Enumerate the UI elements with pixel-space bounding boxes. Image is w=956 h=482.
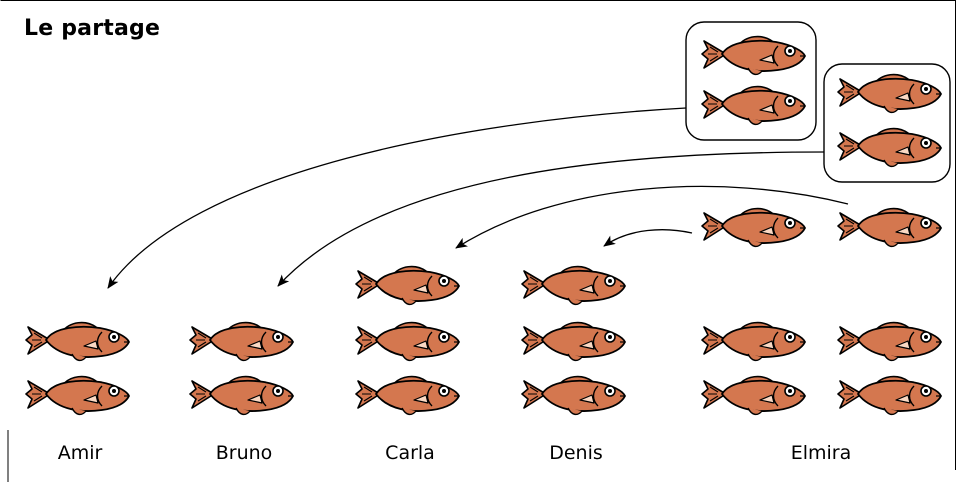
fish-icon (355, 265, 460, 306)
fish-icon (355, 321, 460, 362)
fish-icon (521, 265, 626, 306)
person-label-denis: Denis (549, 442, 603, 464)
arrow-elmira-to-denis (603, 229, 693, 247)
group-box-for-bruno (823, 63, 951, 183)
fish-icon (701, 207, 806, 248)
group-box-for-amir (685, 21, 817, 141)
fish-icon (701, 375, 806, 416)
fish-icon (701, 321, 806, 362)
person-label-elmira: Elmira (790, 442, 852, 464)
fish-icon (837, 127, 942, 168)
fish-icon (189, 375, 294, 416)
arrow-elmira-to-amir (107, 107, 687, 289)
person-label-carla: Carla (385, 442, 435, 464)
fish-icon (355, 375, 460, 416)
fish-icon (521, 321, 626, 362)
fish-icon (521, 375, 626, 416)
fish-icon (837, 321, 942, 362)
arrow-elmira-to-carla (455, 185, 849, 249)
fish-icon (701, 85, 806, 126)
fish-icon (701, 35, 806, 76)
fish-icon (837, 375, 942, 416)
person-label-bruno: Bruno (215, 442, 273, 464)
fish-icon (25, 375, 130, 416)
fish-icon (25, 321, 130, 362)
fish-icon (837, 207, 942, 248)
fish-icon (189, 321, 294, 362)
diagram-title: Le partage (24, 16, 161, 41)
arrow-elmira-to-bruno (277, 151, 825, 287)
person-label-amir: Amir (57, 442, 103, 464)
fish-icon (837, 73, 942, 114)
